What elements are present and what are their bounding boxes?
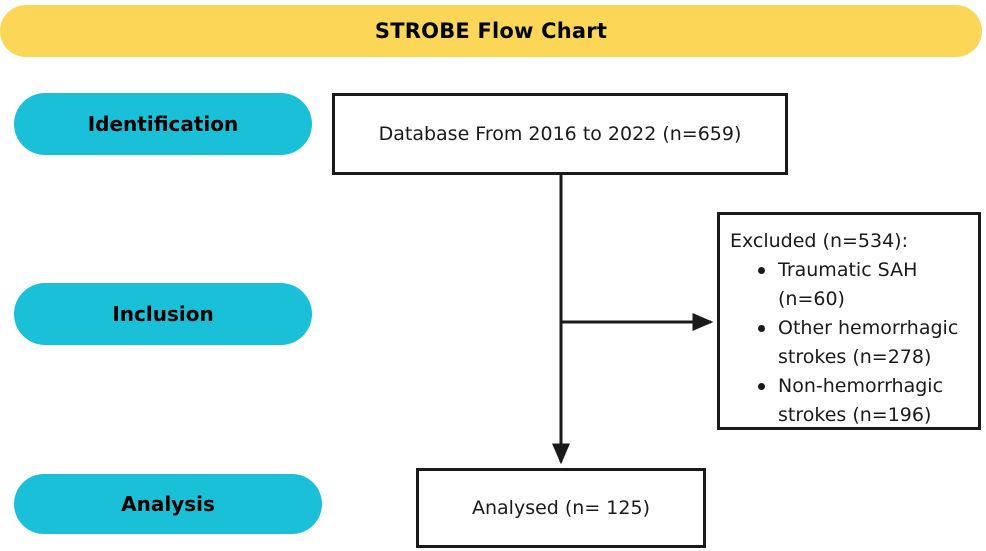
list-item: Traumatic SAH (n=60) [758, 256, 970, 314]
stage-pill-inclusion: Inclusion [14, 283, 312, 345]
stage-pill-identification: Identification [14, 93, 312, 155]
page-title: STROBE Flow Chart [374, 19, 608, 43]
excluded-item-text: Other hemorrhagic strokes (n=278) [778, 317, 959, 368]
list-item: Non-hemorrhagic strokes (n=196) [758, 372, 970, 430]
stage-label-analysis: Analysis [121, 492, 215, 516]
node-database-box: Database From 2016 to 2022 (n=659) [332, 93, 788, 175]
excluded-item-text: Traumatic SAH (n=60) [778, 259, 918, 310]
excluded-heading: Excluded (n=534): [730, 230, 908, 252]
chart-title-banner: STROBE Flow Chart [0, 5, 982, 57]
list-item: Other hemorrhagic strokes (n=278) [758, 314, 970, 372]
bullet-dot-icon [758, 325, 765, 332]
stage-label-inclusion: Inclusion [112, 302, 214, 326]
node-analysed-text: Analysed (n= 125) [472, 497, 650, 519]
bullet-dot-icon [758, 383, 765, 390]
excluded-reason-list: Traumatic SAH (n=60) Other hemorrhagic s… [730, 256, 970, 430]
stage-label-identification: Identification [87, 112, 239, 136]
stage-pill-analysis: Analysis [14, 474, 322, 534]
node-excluded-box: Excluded (n=534): Traumatic SAH (n=60) O… [717, 212, 981, 430]
bullet-dot-icon [758, 267, 765, 274]
excluded-item-text: Non-hemorrhagic strokes (n=196) [778, 375, 944, 426]
node-analysed-box: Analysed (n= 125) [416, 468, 706, 548]
node-database-text: Database From 2016 to 2022 (n=659) [378, 123, 742, 145]
